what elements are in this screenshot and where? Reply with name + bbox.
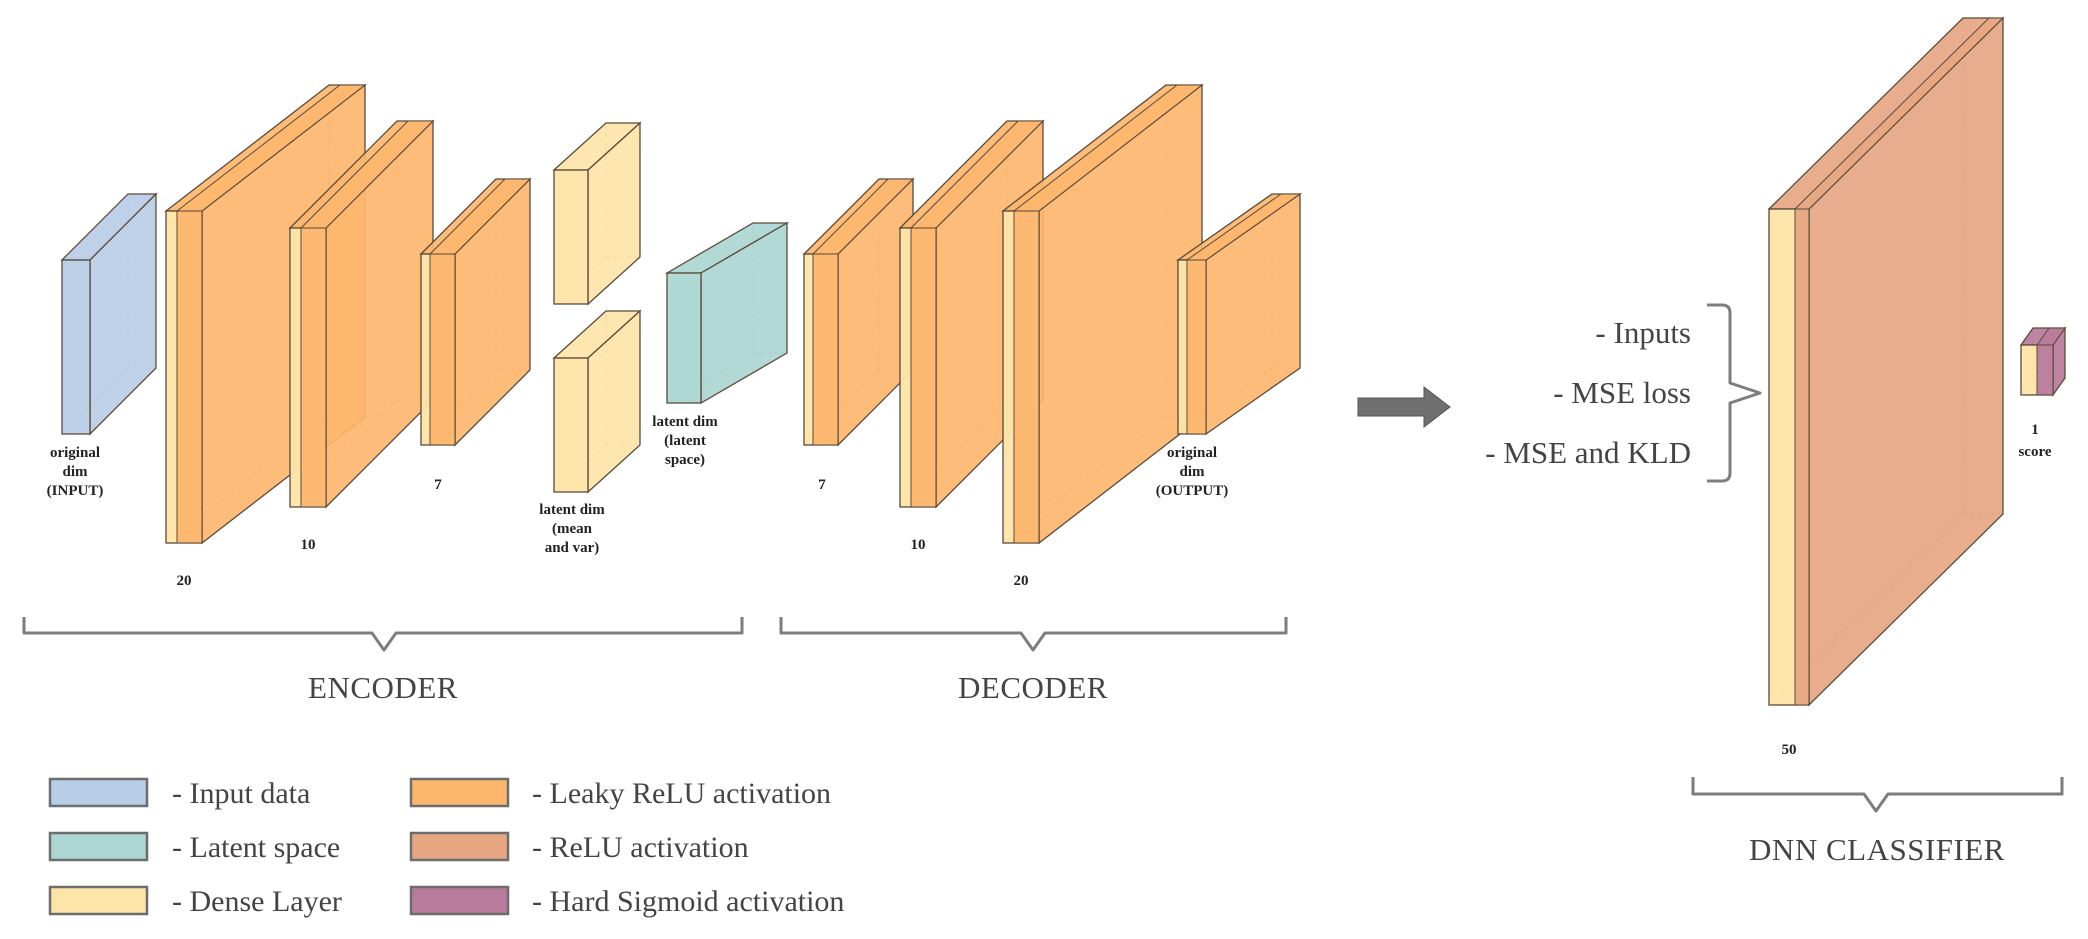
decoder-dense20-block [1001, 83, 1204, 545]
encoder-latent-mean-block [552, 121, 642, 306]
decoder-title: DECODER [958, 670, 1108, 705]
classifier-inputs-list: - Inputs - MSE loss - MSE and KLD [1485, 315, 1691, 470]
encoder-dense10-label: 10 [301, 537, 316, 553]
legend-swatch-relu [409, 831, 510, 862]
encoder-input-label-line1: original [50, 445, 100, 461]
decoder-dense7-label: 7 [818, 477, 826, 493]
classifier-dense50-block [1767, 16, 2005, 707]
encoder-title: ENCODER [308, 670, 458, 705]
classifier-labels: 50 1 score [1782, 422, 2052, 758]
classifier-input-item: - Inputs [1595, 315, 1691, 350]
legend-label-input-data: - Input data [172, 777, 310, 810]
encoder-latent-space-label-line1: latent dim [652, 414, 718, 430]
encoder-input-block [60, 192, 158, 436]
flow-arrow-icon [1357, 385, 1451, 429]
encoder-latent-meanvar-label-line1: latent dim [539, 502, 605, 518]
encoder-dense20-label: 20 [177, 573, 192, 589]
classifier-input-item: - MSE and KLD [1485, 435, 1691, 470]
encoder-input-label-line2: dim [62, 464, 88, 480]
legend-swatch-input-data [48, 777, 149, 808]
legend-label-dense-layer: - Dense Layer [172, 885, 342, 918]
classifier-score-label-line2: score [2018, 444, 2051, 460]
encoder-bracket [22, 617, 744, 652]
decoder-output-block [1175, 192, 1303, 436]
legend-swatch-dense-layer [48, 885, 149, 916]
classifier-input-item: - MSE loss [1553, 375, 1691, 410]
legend-swatch-latent-space [48, 831, 149, 862]
legend-label-leaky-relu: - Leaky ReLU activation [532, 777, 831, 810]
classifier-title: DNN CLASSIFIER [1749, 832, 2005, 867]
encoder-latent-space-label-line2: (latent [664, 433, 706, 449]
decoder-output-label-line1: original [1167, 445, 1217, 461]
decoder-labels: 7 10 20 original dim (OUTPUT) [818, 445, 1228, 589]
decoder-dense20-label: 20 [1014, 573, 1029, 589]
classifier-bracket [1691, 777, 2064, 813]
legend-label-hard-sigmoid: - Hard Sigmoid activation [532, 885, 844, 918]
decoder-output-label-line3: (OUTPUT) [1156, 483, 1229, 499]
classifier-score-label-line1: 1 [2031, 422, 2039, 438]
encoder-dense7-label: 7 [434, 477, 442, 493]
classifier-inputs-brace [1707, 303, 1762, 483]
decoder-dense7-block [802, 177, 915, 447]
encoder-labels: original dim (INPUT) 20 10 7 latent dim … [47, 414, 719, 589]
legend-swatch-leaky-relu [409, 777, 510, 808]
encoder-latent-var-block [552, 309, 642, 494]
legend: - Input data - Latent space - Dense Laye… [48, 777, 844, 918]
decoder-output-label-line2: dim [1179, 464, 1205, 480]
encoder-latent-meanvar-label-line3: and var) [545, 540, 600, 556]
legend-label-relu: - ReLU activation [532, 831, 749, 864]
layer-blocks [60, 16, 2067, 707]
encoder-dense10-block [288, 119, 435, 509]
encoder-latent-space-block [664, 221, 790, 405]
legend-swatch-hard-sigmoid [409, 885, 510, 916]
classifier-dense50-label: 50 [1782, 742, 1797, 758]
encoder-dense7-block [419, 177, 532, 447]
legend-label-latent-space: - Latent space [172, 831, 340, 864]
encoder-latent-space-label-line3: space) [665, 452, 705, 468]
decoder-dense10-label: 10 [911, 537, 926, 553]
classifier-score-block [2019, 325, 2067, 398]
decoder-bracket [779, 617, 1288, 652]
encoder-latent-meanvar-label-line2: (mean [552, 521, 593, 537]
encoder-input-label-line3: (INPUT) [47, 483, 104, 499]
